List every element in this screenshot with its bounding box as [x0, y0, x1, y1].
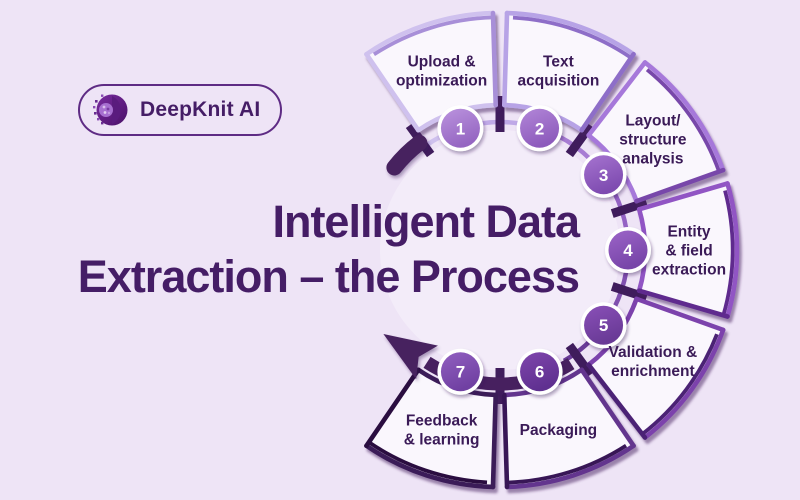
- wedge-step-6: [502, 367, 636, 490]
- deepknit-logo: DeepKnit AI: [78, 84, 283, 136]
- step-number-4: 4: [623, 241, 633, 260]
- wedge-gap-spoke-3: [610, 198, 648, 218]
- step-number-5: 5: [599, 316, 608, 335]
- arrow-head: [383, 334, 438, 380]
- wedge-gap-spoke-5: [565, 342, 595, 378]
- step-number-7: 7: [456, 363, 465, 382]
- page-title: Intelligent Data Extraction – the Proces…: [77, 194, 580, 304]
- step-label-6: Packaging: [520, 422, 598, 439]
- step-circle-3: 3: [580, 151, 627, 198]
- step-circle-1: 1: [437, 105, 484, 152]
- step-circle-6: 6: [516, 348, 563, 395]
- center-disc: [380, 130, 620, 370]
- wedge-step-4: [636, 181, 740, 319]
- step-circle-4: 4: [605, 227, 651, 273]
- title-line-2: Extraction – the Process: [77, 251, 580, 302]
- logo-text: DeepKnit AI: [140, 98, 261, 121]
- wedge-gap-spoke-4: [610, 282, 648, 302]
- wedge-step-1: [364, 10, 498, 133]
- deepknit-logo-icon: [93, 94, 128, 126]
- step-label-5: Validation &enrichment: [609, 344, 698, 380]
- wedge-step-2: [502, 10, 636, 133]
- step-number-6: 6: [535, 363, 544, 382]
- title-line-1: Intelligent Data: [272, 196, 580, 247]
- step-circle-7: 7: [437, 348, 484, 395]
- step-number-1: 1: [456, 119, 465, 138]
- step-circle-5: 5: [580, 302, 627, 349]
- step-number-3: 3: [599, 166, 608, 185]
- wedge-gap-spoke-2: [565, 122, 595, 158]
- step-label-7: Feedback& learning: [404, 413, 480, 449]
- step-number-2: 2: [535, 119, 544, 138]
- arrow-tail: [386, 134, 428, 176]
- step-label-1: Upload &optimization: [396, 53, 487, 89]
- wedge-step-7: [364, 367, 498, 490]
- step-circle-2: 2: [516, 105, 563, 152]
